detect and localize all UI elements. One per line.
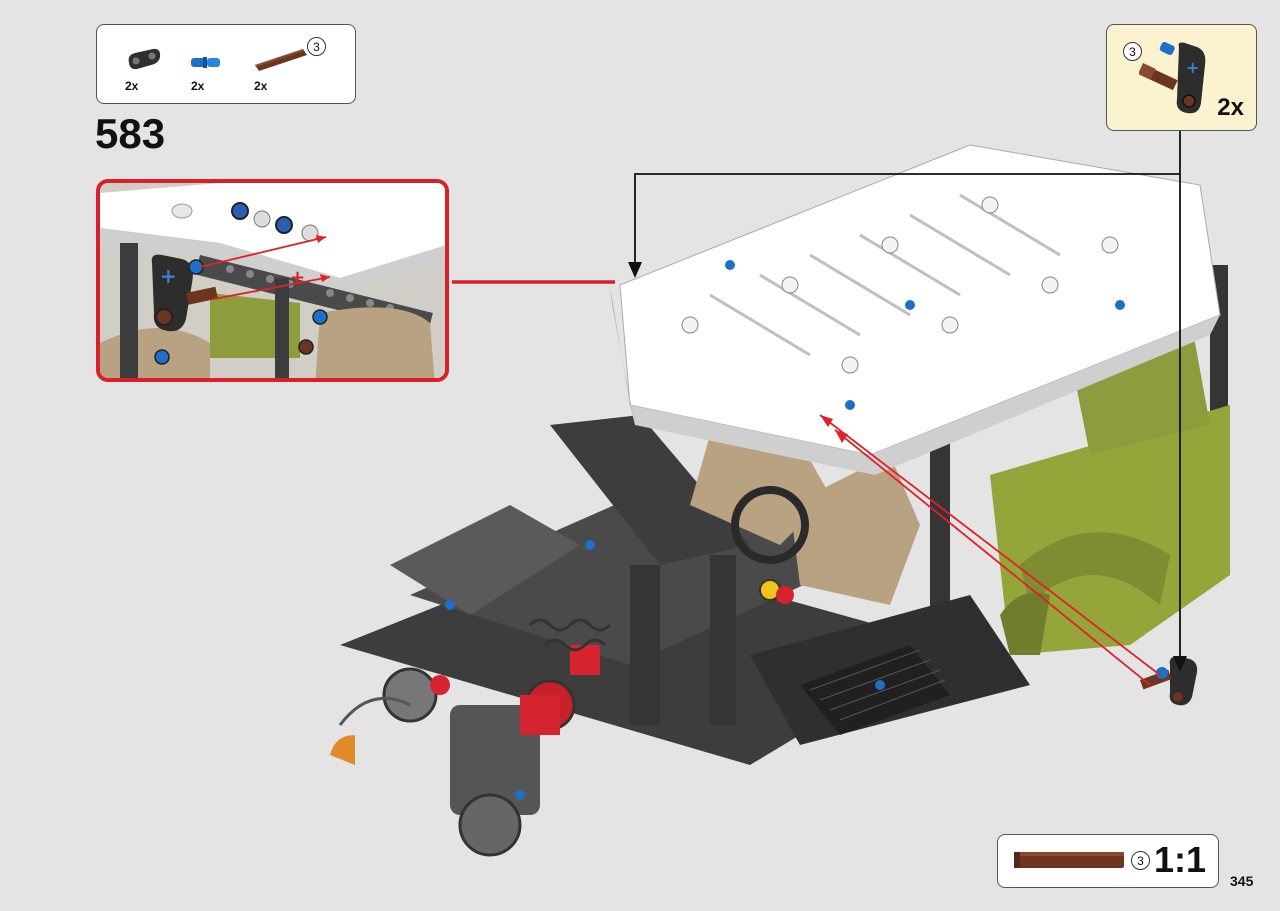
blue-pin-icon [189,53,223,71]
connector-with-axle-icon: + [1137,39,1219,124]
axle-length-badge: 3 [307,37,326,56]
subassembly-box: 3 + 2x [1106,24,1257,131]
vehicle-model-illustration [330,144,1230,857]
scale-guide: 3 1:1 [997,834,1219,888]
svg-text:+: + [160,264,177,288]
black-connector-icon [125,45,163,73]
black-connector-qty: 2x [125,79,139,93]
page-number: 345 [1230,873,1254,889]
subassembly-axle-badge: 3 [1123,42,1142,61]
svg-text:+: + [290,267,305,288]
subassembly-quantity: 2x [1217,94,1244,121]
brown-axle-qty: 2x [254,79,268,93]
axle-scale-icon [1012,849,1126,876]
detail-callout: + + [96,179,449,382]
callout-illustration: + + [100,183,445,378]
scale-ratio: 1:1 [1153,839,1206,880]
blue-pin-qty: 2x [191,79,205,93]
parts-list: 2x 2x 2x 3 [96,24,356,104]
step-number: 583 [95,110,166,157]
brown-axle-icon [251,43,311,75]
scale-axle-badge: 3 [1131,851,1150,870]
svg-text:+: + [1186,58,1199,77]
